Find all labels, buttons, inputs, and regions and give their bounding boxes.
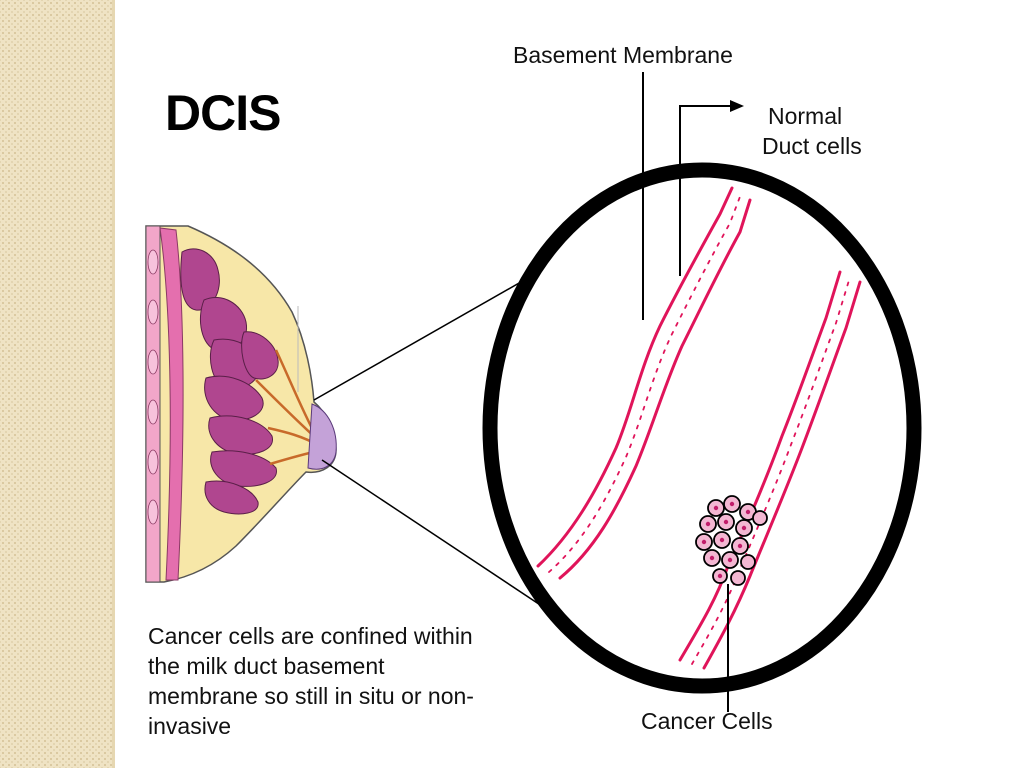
duct-wall-left-outer bbox=[536, 186, 734, 568]
skin-band bbox=[159, 227, 184, 581]
caption-text: Cancer cells are confined within the mil… bbox=[148, 623, 474, 739]
arrowhead-icon bbox=[730, 100, 744, 112]
duct-walls bbox=[536, 186, 862, 670]
label-normal-duct-cells: Normal Duct cells bbox=[762, 101, 902, 161]
duct-wall-left-inner bbox=[558, 198, 752, 580]
label-normal-duct-cells-line1: Normal bbox=[768, 103, 843, 129]
magnified-view-circle bbox=[482, 162, 922, 694]
chest-ribs bbox=[147, 249, 159, 525]
duct-cells-left bbox=[548, 193, 742, 573]
duct-wall-right-inner bbox=[702, 280, 862, 670]
label-normal-duct-cells-line2: Duct cells bbox=[762, 133, 862, 159]
label-basement-membrane: Basement Membrane bbox=[513, 42, 733, 68]
duct-wall-right-outer bbox=[678, 270, 842, 662]
normal-duct-cells-leader bbox=[679, 105, 730, 276]
decorative-side-strip bbox=[0, 0, 112, 768]
cancer-cell-nuclei bbox=[701, 501, 751, 579]
nipple bbox=[307, 403, 337, 470]
side-strip-edge bbox=[112, 0, 115, 768]
lobules bbox=[180, 248, 279, 515]
slide-title: DCIS bbox=[165, 85, 281, 141]
label-cancer-cells: Cancer Cells bbox=[641, 708, 773, 734]
breast-cross-section bbox=[145, 225, 337, 583]
